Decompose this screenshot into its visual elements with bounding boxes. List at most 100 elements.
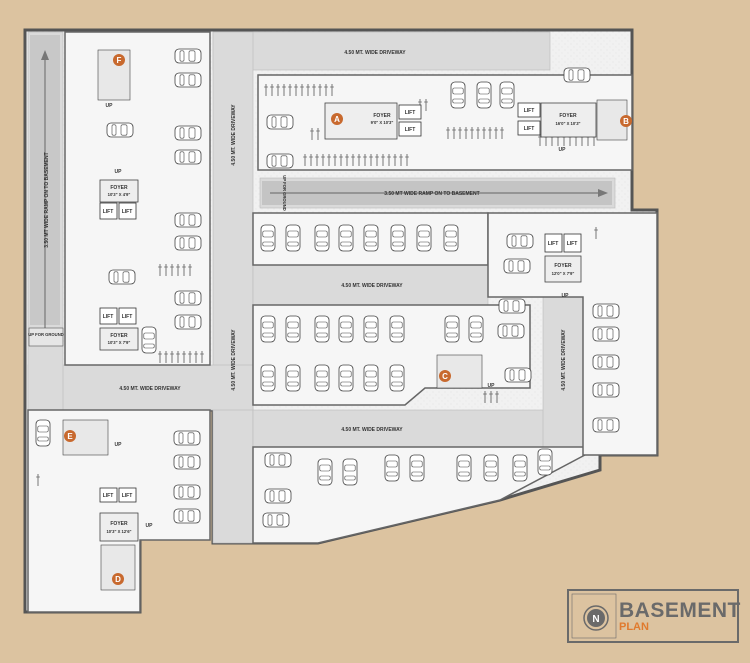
parked-car-icon (499, 81, 515, 109)
driveway-label-vert-right: 4.50 MT. WIDE DRIVEWAY (561, 329, 567, 391)
parked-car-icon (456, 454, 472, 482)
parked-car-icon (173, 454, 201, 470)
parked-car-icon (260, 364, 276, 392)
lift-label: LIFT (122, 209, 133, 215)
foyer-label: FOYER (554, 263, 572, 269)
parked-car-icon (285, 364, 301, 392)
driveway-label-vert: 4.50 MT. WIDE DRIVEWAY (231, 104, 237, 166)
parked-car-icon (173, 484, 201, 500)
parked-car-icon (174, 72, 202, 88)
foyer-label: FOYER (110, 185, 128, 191)
parked-car-icon (266, 114, 294, 130)
core-badge (64, 430, 76, 442)
north-compass-icon (587, 609, 605, 627)
ramp-label-left: 3.50 MT WIDE RAMP ON TO BASEMENT (44, 152, 50, 247)
parked-car-icon (264, 452, 292, 468)
foyer-label: FOYER (559, 113, 577, 119)
core-badge (439, 370, 451, 382)
parked-car-icon (342, 458, 358, 486)
core-foyer-right: LIFT LIFT FOYER 12'0" X 7'9" UP (544, 233, 582, 299)
parked-car-icon (592, 303, 620, 319)
lift-label: LIFT (524, 126, 535, 132)
parked-car-icon (314, 224, 330, 252)
parked-car-icon (174, 314, 202, 330)
parked-car-icon (416, 224, 432, 252)
lift-label: LIFT (405, 110, 416, 116)
parked-car-icon (260, 224, 276, 252)
stair-up-label: UP (488, 383, 496, 389)
parked-car-icon (141, 326, 157, 354)
core-badge (113, 54, 125, 66)
core-id: B (623, 117, 629, 126)
parked-car-icon (468, 315, 484, 343)
foyer-size: 12'0" X 7'9" (552, 271, 575, 276)
driveway-labels: 4.50 MT. WIDE DRIVEWAY 4.50 MT. WIDE DRI… (28, 50, 567, 433)
parked-car-icon (266, 153, 294, 169)
parked-car-icon (363, 364, 379, 392)
core-badge (331, 113, 343, 125)
parked-car-icon (363, 315, 379, 343)
lift-label: LIFT (122, 314, 133, 320)
stair-up-label: UP (146, 523, 154, 529)
parked-car-icon (506, 233, 534, 249)
ramp-arrow-icon (598, 189, 608, 197)
foyer-label: FOYER (110, 333, 128, 339)
stair-up-label: UP (115, 169, 123, 175)
stair-up-label: UP (562, 293, 570, 299)
driveway-label-left: 4.50 MT. WIDE DRIVEWAY (119, 386, 181, 392)
parked-car-icon (264, 488, 292, 504)
parked-car-icon (592, 417, 620, 433)
parked-car-icon (174, 290, 202, 306)
parked-car-icon (314, 364, 330, 392)
lift-label: LIFT (524, 108, 535, 114)
driveway-label-top: 4.50 MT. WIDE DRIVEWAY (344, 50, 406, 56)
parked-car-icon (338, 224, 354, 252)
lift-label: LIFT (122, 493, 133, 499)
parked-car-icon (108, 269, 136, 285)
lift-label: LIFT (103, 209, 114, 215)
ramp-arrow-icon (41, 50, 49, 60)
core-d: LIFT LIFT FOYER 10'3" X 12'6" D UP (99, 487, 154, 591)
ramp-label-right: 3.50 MT WIDE RAMP ON TO BASEMENT (384, 191, 479, 197)
parked-car-icon (314, 315, 330, 343)
parked-car-icon (338, 315, 354, 343)
up-for-ground-left: UP FOR GROUND (28, 332, 64, 337)
plan-title: BASEMENT (619, 599, 741, 622)
core-e: E UP (62, 419, 123, 456)
lift-label: LIFT (567, 241, 578, 247)
foyer-label: FOYER (110, 521, 128, 527)
parked-car-icon (476, 81, 492, 109)
parked-car-icon (389, 315, 405, 343)
plan-title-block: N BASEMENT PLAN (567, 589, 741, 643)
core-id: E (67, 432, 73, 441)
core-id: C (442, 372, 448, 381)
parked-car-icon (389, 364, 405, 392)
core-foyer-left-lower: LIFT LIFT FOYER 10'3" X 7'9" (99, 307, 139, 351)
parked-car-icon (35, 419, 51, 447)
core-badge (112, 573, 124, 585)
lift-label: LIFT (548, 241, 559, 247)
parked-car-icon (285, 224, 301, 252)
core-id: D (115, 575, 121, 584)
parked-car-icon (173, 430, 201, 446)
core-badge (620, 115, 632, 127)
parked-car-icon (173, 508, 201, 524)
parked-car-icon (483, 454, 499, 482)
ramps (30, 35, 612, 330)
parked-car-icon (512, 454, 528, 482)
parked-car-icon (563, 67, 591, 83)
parked-car-icon (338, 364, 354, 392)
plan-subtitle: PLAN (619, 621, 649, 633)
parked-car-icon (106, 122, 134, 138)
foyer-size: 10'3" X 7'9" (108, 340, 131, 345)
parked-car-icon (262, 512, 290, 528)
core-id: A (334, 115, 340, 124)
parked-car-icon (174, 235, 202, 251)
parked-car-icon (409, 454, 425, 482)
stair-up-label: UP (115, 442, 123, 448)
parked-car-icon (592, 382, 620, 398)
up-for-ground-top: UP FOR GROUND (282, 175, 287, 211)
foyer-size: 9'0" X 10'3" (371, 120, 394, 125)
parked-car-icon (443, 224, 459, 252)
